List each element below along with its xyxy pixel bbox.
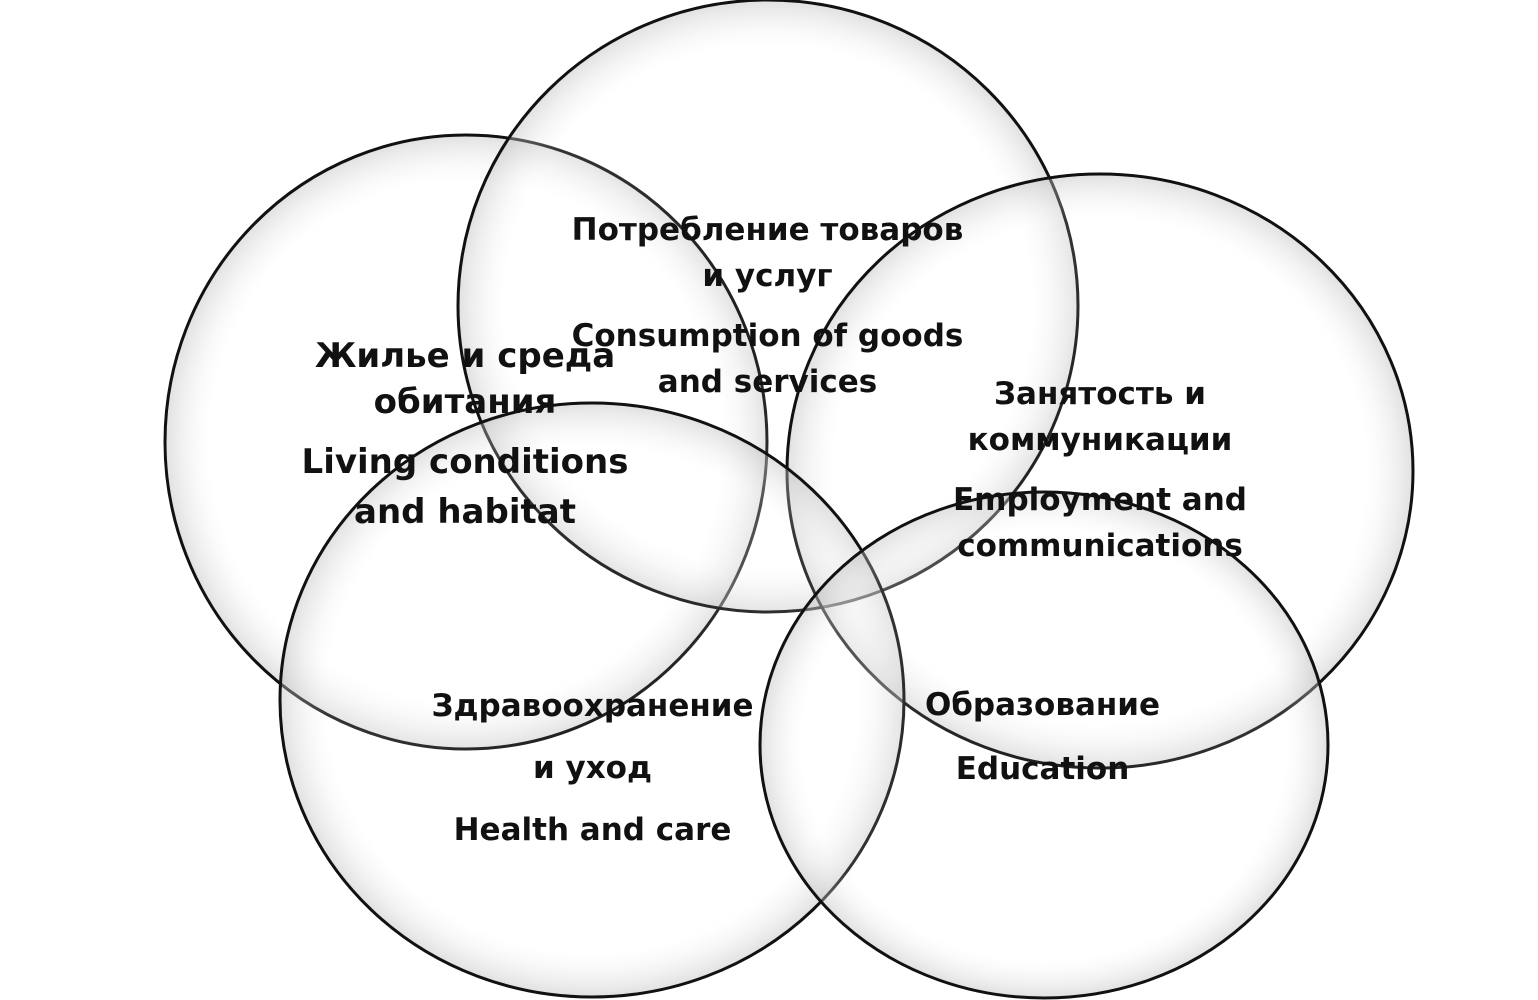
en-text: and services	[657, 364, 878, 400]
ru-text: и уход	[532, 750, 653, 786]
en-text: Health and care	[453, 812, 732, 848]
ru-text: Потребление товаров	[571, 212, 964, 248]
en-text: and habitat	[354, 492, 576, 532]
label-consumption: Потребление товаров и услуг Consumption …	[560, 207, 975, 405]
ru-text: Жилье и среда	[314, 336, 616, 376]
ru-text: и услуг	[702, 258, 833, 294]
en-text: Consumption of goods	[571, 318, 964, 354]
ru-text: коммуникации	[967, 422, 1233, 458]
en-text: Education	[955, 751, 1130, 787]
label-living: Жилье и среда обитания Living conditions…	[300, 333, 630, 537]
en-text: Employment and	[953, 482, 1247, 518]
en-text: communications	[957, 528, 1243, 564]
ru-text: обитания	[373, 382, 557, 422]
en-text: Living conditions	[301, 442, 629, 482]
label-education: Образование Education	[910, 673, 1175, 801]
ru-text: Образование	[924, 687, 1161, 723]
label-health: Здравоохранение и уход Health and care	[420, 675, 765, 861]
label-employment: Занятость и коммуникации Employment and …	[945, 371, 1255, 569]
ru-text: Здравоохранение	[431, 688, 754, 724]
ru-text: Занятость и	[994, 376, 1206, 412]
circle-education	[758, 490, 1330, 1000]
